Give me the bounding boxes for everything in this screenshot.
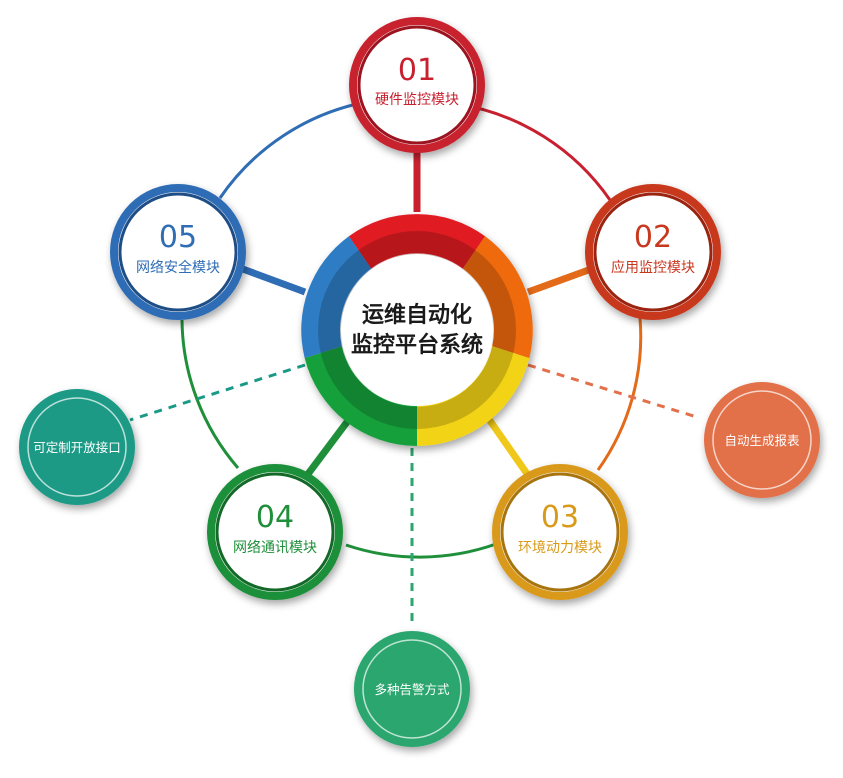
module-04-ring-dark <box>215 472 335 592</box>
module-04: 04 网络通讯模块 <box>207 464 343 600</box>
ring-segment-blue <box>301 236 372 359</box>
module-02-number: 02 <box>634 220 672 255</box>
ring-segment-green <box>304 346 417 446</box>
ring-segment-orange <box>462 236 533 359</box>
module-02-ring-dark <box>593 192 713 312</box>
module-05-number: 05 <box>159 220 197 255</box>
spoke-04 <box>302 415 353 481</box>
center-title-line2: 监控平台系统 <box>351 332 483 358</box>
spoke-02 <box>526 264 596 296</box>
arc-04-05 <box>180 319 240 469</box>
feature-open-interface: 可定制开放接口 <box>19 389 135 505</box>
ring-segment-red <box>348 214 486 269</box>
module-05-ring-dark <box>118 192 238 312</box>
feature-auto-report-circle <box>704 382 820 498</box>
feature-auto-report-inner-ring <box>712 390 812 490</box>
module-03-label: 环境动力模块 <box>518 540 602 556</box>
arc-03-04 <box>345 542 497 559</box>
center-ring <box>301 214 533 446</box>
module-04-label: 网络通讯模块 <box>233 540 317 556</box>
feature-multi-alert-circle <box>354 631 470 747</box>
feature-open-interface-label: 可定制开放接口 <box>33 440 121 455</box>
module-03: 03 环境动力模块 <box>492 464 628 600</box>
module-01-number: 01 <box>398 53 436 88</box>
spoke-03 <box>483 412 533 481</box>
module-01-ring-dark <box>357 25 477 145</box>
module-05-label: 网络安全模块 <box>136 259 220 276</box>
module-03-ring-dark <box>500 472 620 592</box>
center-title-line1: 运维自动化 <box>362 302 472 328</box>
feature-multi-alert: 多种告警方式 <box>354 631 470 747</box>
feature-auto-report-label: 自动生成报表 <box>724 433 800 448</box>
feature-open-interface-circle <box>19 389 135 505</box>
dash-left <box>129 363 306 422</box>
module-01: 01 硬件监控模块 <box>349 17 485 153</box>
feature-multi-alert-inner-ring <box>362 639 462 739</box>
spoke-05 <box>238 264 307 296</box>
arc-05-01 <box>218 100 367 199</box>
module-03-number: 03 <box>541 500 579 535</box>
module-04-number: 04 <box>256 500 294 535</box>
dash-right <box>527 363 701 420</box>
ring-inner-band <box>318 231 516 429</box>
feature-multi-alert-label: 多种告警方式 <box>374 682 450 697</box>
module-02-label: 应用监控模块 <box>611 259 695 276</box>
center-core <box>341 254 493 406</box>
feature-open-interface-inner-ring <box>27 397 127 497</box>
module-01-label: 硬件监控模块 <box>375 92 459 108</box>
arc-01-02 <box>457 102 612 201</box>
feature-auto-report: 自动生成报表 <box>704 382 820 498</box>
module-05: 05 网络安全模块 <box>110 184 246 320</box>
ring-segment-yellow <box>417 346 530 446</box>
module-02: 02 应用监控模块 <box>585 184 721 320</box>
